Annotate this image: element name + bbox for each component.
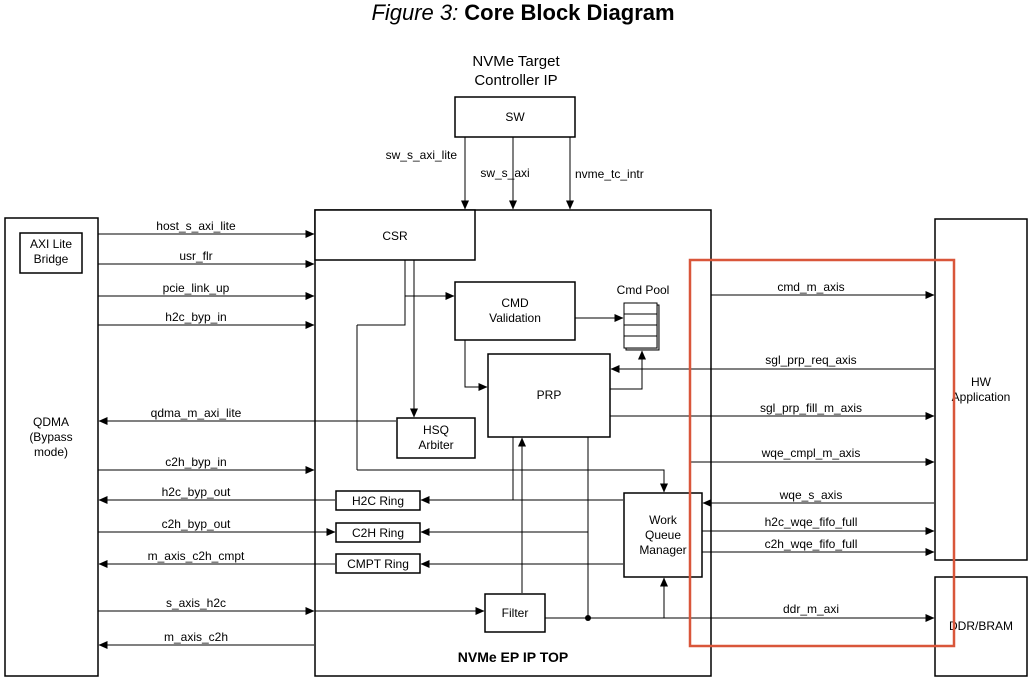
h2c-byp-in-label: h2c_byp_in <box>165 310 226 324</box>
axi-lite-bridge-line2: Bridge <box>34 252 69 266</box>
figure-prefix: Figure 3: <box>371 0 458 25</box>
ip-title-line1: NVMe Target <box>472 53 560 70</box>
prp-to-pool-wire <box>610 350 646 390</box>
wqe-s-axis-label: wqe_s_axis <box>779 488 843 502</box>
hsq-arbiter-block <box>396 417 476 459</box>
prp-label: PRP <box>537 388 562 402</box>
qdma-block <box>4 217 99 677</box>
wqm-line1: Work <box>649 513 678 527</box>
axi-lite-bridge-block <box>19 232 83 274</box>
ip-title-line2: Controller IP <box>474 72 557 89</box>
csr-block <box>314 209 476 261</box>
qdma-line1: QDMA <box>33 415 69 429</box>
ddr-bram-label: DDR/BRAM <box>949 619 1013 633</box>
hsq-arbiter-line2: Arbiter <box>418 438 453 452</box>
sw-s-axi-label: sw_s_axi <box>480 166 529 180</box>
c2h-byp-in-label: c2h_byp_in <box>165 455 226 469</box>
hw-app-line1: HW <box>971 375 992 389</box>
cmd-pool-label: Cmd Pool <box>617 283 670 297</box>
sgl-prp-req-axis-label: sgl_prp_req_axis <box>765 353 856 367</box>
sw-label: SW <box>505 110 525 124</box>
validation-to-prp-wire <box>464 340 488 391</box>
sgl-prp-fill-m-axis-label: sgl_prp_fill_m_axis <box>760 401 862 415</box>
figure-title: Core Block Diagram <box>464 0 674 25</box>
qdma-line2: (Bypass <box>29 430 72 444</box>
h2c-wqe-fifo-full-label: h2c_wqe_fifo_full <box>765 515 858 529</box>
ddr-m-axi-label: ddr_m_axi <box>783 602 839 616</box>
c2h-byp-out-label: c2h_byp_out <box>162 517 231 531</box>
hsq-arbiter-line1: HSQ <box>423 423 449 437</box>
h2c-byp-to-validation-wire <box>357 260 406 326</box>
hw-application-block <box>934 218 1028 561</box>
c2h-ring-block <box>335 522 421 543</box>
pcie-link-up-label: pcie_link_up <box>163 281 230 295</box>
host-s-axi-lite-label: host_s_axi_lite <box>156 219 236 233</box>
h2c-ring-label: H2C Ring <box>352 494 404 508</box>
nvme-ep-ip-top-label: NVMe EP IP TOP <box>458 649 569 665</box>
wqe-cmpl-m-axis-label: wqe_cmpl_m_axis <box>761 446 861 460</box>
csr-label: CSR <box>382 229 408 243</box>
c2h-wqe-fifo-full-label: c2h_wqe_fifo_full <box>765 537 858 551</box>
filter-label: Filter <box>502 606 529 620</box>
highlight-region <box>688 258 956 648</box>
ddr-bram-block <box>934 576 1028 677</box>
cmd-validation-line1: CMD <box>501 296 529 310</box>
h2c-byp-out-label: h2c_byp_out <box>162 485 231 499</box>
sw-s-axi-lite-label: sw_s_axi_lite <box>386 148 458 162</box>
qdma-m-axi-lite-label: qdma_m_axi_lite <box>151 406 242 420</box>
m-axis-c2h-cmpt-label: m_axis_c2h_cmpt <box>148 549 245 563</box>
cmd-validation-line2: Validation <box>489 311 541 325</box>
cmd-m-axis-label: cmd_m_axis <box>777 280 844 294</box>
hw-app-line2: Application <box>952 390 1011 404</box>
s-axis-h2c-label: s_axis_h2c <box>166 596 226 610</box>
c2h-ring-label: C2H Ring <box>352 526 404 540</box>
nvme-tc-intr-label: nvme_tc_intr <box>575 167 644 181</box>
h2c-ring-block <box>335 490 421 511</box>
cmpt-ring-label: CMPT Ring <box>347 557 409 571</box>
qdma-line3: mode) <box>34 445 68 459</box>
figure-caption: Figure 3:Core Block Diagram <box>371 0 674 25</box>
usr-flr-label: usr_flr <box>179 249 212 263</box>
wqm-line2: Queue <box>645 528 681 542</box>
m-axis-c2h-label: m_axis_c2h <box>164 630 228 644</box>
filter-block <box>484 593 546 633</box>
sw-block <box>454 96 576 138</box>
wqm-line3: Manager <box>639 543 686 557</box>
prp-block <box>487 353 611 438</box>
c2h-byp-to-wqm-wire <box>357 469 668 493</box>
axi-lite-bridge-line1: AXI Lite <box>30 237 72 251</box>
cmpt-ring-block <box>335 553 421 574</box>
cmd-validation-block <box>454 281 576 341</box>
